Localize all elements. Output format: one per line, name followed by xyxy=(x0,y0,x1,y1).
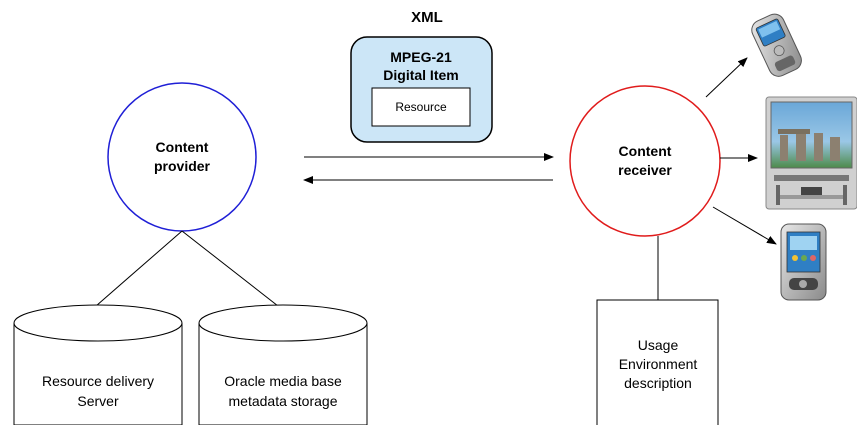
database-cylinder-body xyxy=(13,323,183,425)
usage-environment-line2: Environment xyxy=(619,356,698,372)
resource-box xyxy=(371,87,471,127)
usage-environment-box: Usage Environment description xyxy=(596,299,719,425)
content-receiver-label-line2: receiver xyxy=(618,162,672,178)
database-cylinder-top xyxy=(13,304,183,342)
database-oracle-metadata: Oracle media base metadata storage xyxy=(198,304,368,425)
digital-item-title-line1: MPEG-21 xyxy=(390,49,452,65)
content-provider-label-line2: provider xyxy=(154,158,211,174)
database-cylinder-body xyxy=(198,323,368,425)
content-receiver-circle xyxy=(569,85,721,237)
content-receiver-node: Content receiver xyxy=(569,85,721,237)
pda-icon xyxy=(780,223,827,301)
database-label-line2: Server xyxy=(77,393,119,409)
database-label-line2: metadata storage xyxy=(229,393,338,409)
arrow-to-mobile-phone xyxy=(705,57,748,98)
digital-item-title-line2: Digital Item xyxy=(383,67,458,83)
content-provider-node: Content provider xyxy=(107,82,257,232)
content-provider-label-line1: Content xyxy=(156,139,209,155)
digital-item-box: MPEG-21 Digital Item Resource xyxy=(350,36,493,143)
arrow-to-pda xyxy=(712,206,777,245)
database-cylinder-top xyxy=(198,304,368,342)
content-receiver-label-line1: Content xyxy=(619,143,672,159)
mobile-phone-icon xyxy=(751,13,802,77)
television-icon xyxy=(765,96,857,210)
usage-environment-line1: Usage xyxy=(638,337,679,353)
usage-environment-line3: description xyxy=(624,375,692,391)
content-provider-circle xyxy=(107,82,257,232)
xml-label: XML xyxy=(411,9,443,26)
connector-provider-db2 xyxy=(181,230,279,307)
database-resource-delivery: Resource delivery Server xyxy=(13,304,183,425)
connector-provider-db1 xyxy=(95,230,183,307)
database-label-line1: Resource delivery xyxy=(42,373,154,389)
database-label-line1: Oracle media base xyxy=(224,373,342,389)
resource-label: Resource xyxy=(395,100,447,114)
usage-environment-frame xyxy=(596,299,719,425)
